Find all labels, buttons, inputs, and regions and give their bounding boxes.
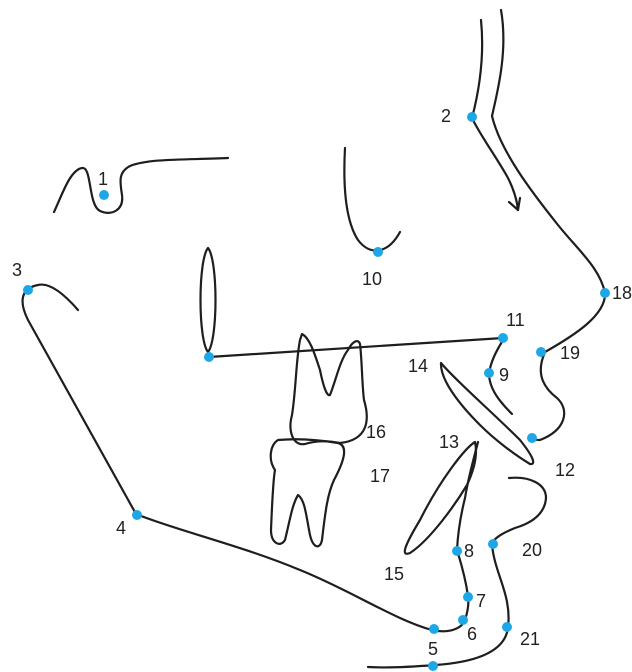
label-3: 3 (12, 260, 22, 280)
nasal-bone-outline (472, 20, 518, 210)
landmark-7-dot (463, 592, 473, 602)
label-16: 16 (366, 422, 386, 442)
landmark-1-dot (99, 190, 109, 200)
label-10: 10 (362, 269, 382, 289)
label-9: 9 (499, 365, 509, 385)
nasal-arrow-tip (509, 198, 520, 210)
orbit-outline (344, 148, 400, 250)
label-11: 11 (506, 310, 525, 330)
label-19: 19 (560, 343, 580, 363)
label-13: 13 (439, 432, 459, 452)
label-21: 21 (520, 629, 540, 649)
label-4: 4 (116, 518, 126, 538)
label-14: 14 (408, 356, 428, 376)
label-6: 6 (467, 624, 477, 644)
landmark-3-dot (23, 285, 33, 295)
lower-molar-outline (271, 439, 344, 546)
landmark-4-dot (132, 510, 142, 520)
ear-outline (54, 158, 228, 213)
label-8: 8 (464, 541, 474, 561)
label-12: 12 (555, 460, 575, 480)
pterygoid-ellipse (201, 248, 216, 352)
label-20: 20 (522, 540, 542, 560)
landmark-12-dot (527, 433, 537, 443)
landmark-8-dot (452, 546, 462, 556)
landmark-10-dot (373, 247, 383, 257)
label-15: 15 (384, 564, 404, 584)
landmark-18-dot (600, 288, 610, 298)
landmark-2-dot (467, 112, 477, 122)
landmark-21-dot (502, 622, 512, 632)
label-18: 18 (612, 283, 632, 303)
landmark-6-dot (429, 624, 439, 634)
landmark-palatal-dot (204, 352, 214, 362)
landmark-11-dot (498, 333, 508, 343)
label-2: 2 (441, 106, 451, 126)
landmark-5-dot (428, 661, 438, 671)
label-1: 1 (98, 169, 108, 189)
label-5: 5 (428, 639, 438, 659)
landmark-20-dot (488, 539, 498, 549)
label-7: 7 (476, 591, 486, 611)
landmark-19-dot (536, 347, 546, 357)
label-17: 17 (370, 466, 390, 486)
landmark-9-dot (484, 368, 494, 378)
